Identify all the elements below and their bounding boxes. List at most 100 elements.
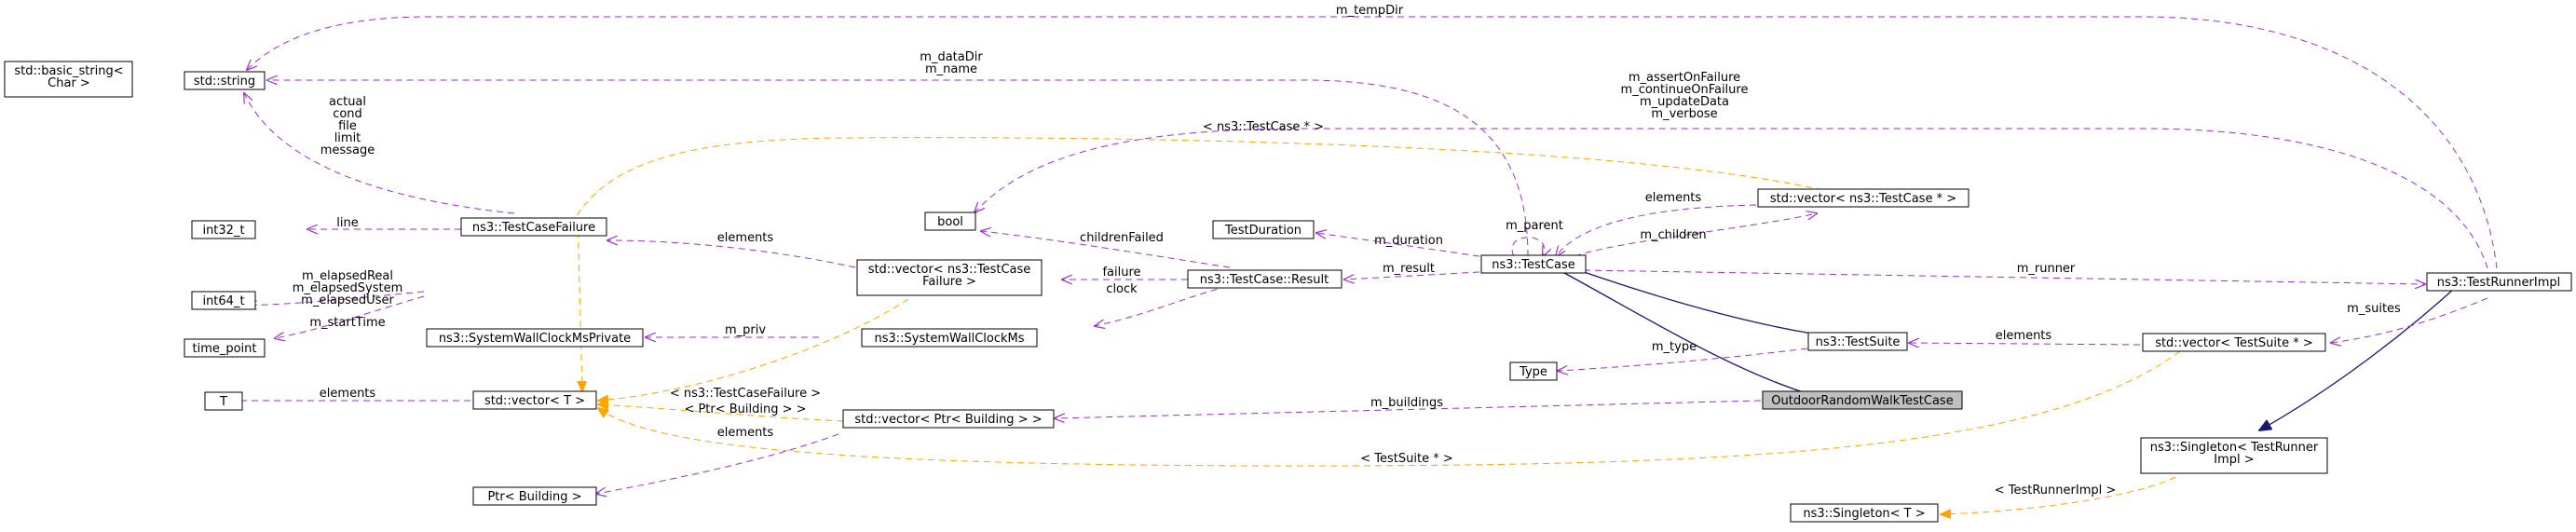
text-line: m_parent [1506, 219, 1563, 233]
edge-tempdir [247, 16, 2498, 269]
nodes: std::basic_string<Char > std::string int… [4, 61, 2572, 523]
svg-text:ns3::TestRunnerImpl: ns3::TestRunnerImpl [2437, 276, 2561, 290]
node-type[interactable]: Type [1509, 361, 1558, 381]
label-elements-building: elements [717, 426, 774, 440]
svg-text:std::basic_string<Char >: std::basic_string<Char > [14, 64, 123, 90]
label-elements-failure: elements [717, 231, 774, 245]
text-line: OutdoorRandomWalkTestCase [1771, 394, 1953, 408]
text-line: m_tempDir [1336, 4, 1404, 18]
node-test-duration[interactable]: TestDuration [1212, 220, 1315, 239]
node-wall-clock[interactable]: ns3::SystemWallClockMs [861, 328, 1038, 348]
node-vec-test-suite[interactable]: std::vector< TestSuite * > [2142, 333, 2326, 352]
text-line: ns3::Singleton< T > [1803, 507, 1925, 521]
text-line: ns3::TestRunnerImpl [2437, 276, 2561, 290]
text-line: m_continueOnFailure [1621, 83, 1749, 97]
label-failure: failure [1102, 266, 1140, 280]
svg-text:OutdoorRandomWalkTestCase: OutdoorRandomWalkTestCase [1771, 394, 1953, 408]
text-line: failure [1102, 266, 1140, 280]
label-runner-tmpl: < TestRunnerImpl > [1995, 484, 2117, 498]
svg-text:ns3::TestSuite: ns3::TestSuite [1816, 335, 1901, 349]
node-outdoor-random-walk-test-case[interactable]: OutdoorRandomWalkTestCase [1762, 390, 1963, 410]
svg-text:std::vector< Ptr< Building > >: std::vector< Ptr< Building > > [854, 413, 1042, 427]
text-line: Failure > [922, 275, 976, 289]
label-runner: m_runner [2017, 262, 2076, 276]
text-line: ns3::SystemWallClockMs [874, 332, 1024, 346]
text-line: ns3::Singleton< TestRunner [2150, 441, 2319, 455]
label-elements-tc: elements [1645, 191, 1702, 205]
label-children: m_children [1640, 228, 1706, 242]
node-test-case-failure[interactable]: ns3::TestCaseFailure [460, 217, 607, 237]
svg-text:std::vector< TestSuite * >: std::vector< TestSuite * > [2155, 336, 2313, 350]
node-basic-string[interactable]: std::basic_string<Char > [4, 61, 133, 98]
label-tempdir: m_tempDir [1336, 4, 1404, 18]
text-line: m_priv [725, 323, 766, 337]
text-line: ns3::TestSuite [1816, 335, 1901, 349]
svg-text:time_point: time_point [192, 342, 256, 356]
svg-text:std::vector< ns3::TestCase * >: std::vector< ns3::TestCase * > [1770, 192, 1956, 206]
text-line: std::string [194, 75, 255, 89]
node-vector-t[interactable]: std::vector< T > [472, 390, 597, 410]
node-vec-test-case[interactable]: std::vector< ns3::TestCase * > [1757, 188, 1969, 208]
edge-duration [1316, 233, 1480, 257]
label-result: m_result [1383, 262, 1435, 276]
node-int64[interactable]: int64_t [191, 291, 256, 310]
svg-text:bool: bool [937, 215, 963, 229]
label-m-priv: m_priv [725, 323, 766, 337]
label-m-buildings: m_buildings [1370, 396, 1443, 410]
edge-m-buildings [1055, 400, 1762, 418]
svg-text:ns3::TestCase::Result: ns3::TestCase::Result [1200, 273, 1329, 287]
text-line: std::vector< TestSuite * > [2155, 336, 2313, 350]
text-line: elements [1996, 329, 2052, 343]
edge-ptr-building-tmpl [598, 404, 844, 422]
node-int32[interactable]: int32_t [191, 220, 256, 239]
edge-outdoor-testcase [1542, 261, 1813, 396]
node-runner-impl[interactable]: ns3::TestRunnerImpl [2426, 272, 2572, 292]
node-T[interactable]: T [204, 391, 243, 411]
label-suites: m_suites [2347, 302, 2401, 316]
text-line: int32_t [202, 224, 244, 238]
edge-failure-fields [244, 93, 515, 214]
label-elements-suite: elements [1996, 329, 2052, 343]
node-std-string[interactable]: std::string [184, 71, 266, 90]
svg-text:int32_t: int32_t [202, 224, 244, 238]
text-line: message [320, 143, 375, 157]
text-line: < ns3::TestCaseFailure > [670, 387, 821, 401]
edge-clock [1095, 285, 1229, 326]
label-parent: m_parent [1506, 219, 1563, 233]
text-line: TestDuration [1224, 224, 1302, 238]
node-test-case[interactable]: ns3::TestCase [1480, 254, 1587, 274]
svg-text:ns3::SystemWallClockMsPrivate: ns3::SystemWallClockMsPrivate [439, 332, 631, 346]
node-singleton-t[interactable]: ns3::Singleton< T > [1790, 503, 1939, 523]
label-duration: m_duration [1374, 234, 1443, 248]
text-line: m_elapsedReal [302, 269, 393, 283]
edge-tcf-tmpl [598, 298, 909, 401]
label-ptr-building-tmpl: < Ptr< Building > > [684, 402, 806, 416]
edge-children [1574, 213, 1817, 257]
node-ptr-building[interactable]: Ptr< Building > [472, 486, 597, 506]
text-line: Impl > [2214, 453, 2254, 467]
edge-suite-tmpl [598, 350, 2181, 467]
text-line: m_result [1383, 262, 1435, 276]
text-line: std::basic_string< [14, 64, 123, 78]
text-line: cond [333, 107, 362, 121]
node-bool[interactable]: bool [924, 211, 976, 231]
edge-dataname [267, 80, 1529, 257]
node-vec-ptr-building[interactable]: std::vector< Ptr< Building > > [842, 409, 1055, 429]
node-result[interactable]: ns3::TestCase::Result [1187, 269, 1343, 289]
text-line: m_buildings [1370, 396, 1443, 410]
edge-children-failed [981, 231, 1231, 268]
edge-suites [2331, 297, 2488, 343]
node-test-suite[interactable]: ns3::TestSuite [1807, 332, 1908, 351]
text-line: m_runner [2017, 262, 2076, 276]
text-line: T [219, 395, 227, 409]
text-line: ns3::TestCase::Result [1200, 273, 1329, 287]
edge-runner-tmpl [1941, 476, 2176, 514]
node-wall-clock-private[interactable]: ns3::SystemWallClockMsPrivate [426, 328, 644, 348]
edge-elements-suite [1909, 343, 2141, 345]
node-time-point[interactable]: time_point [184, 338, 266, 358]
svg-text:ns3::Singleton< TestRunnerImpl: ns3::Singleton< TestRunnerImpl > [2150, 441, 2319, 467]
